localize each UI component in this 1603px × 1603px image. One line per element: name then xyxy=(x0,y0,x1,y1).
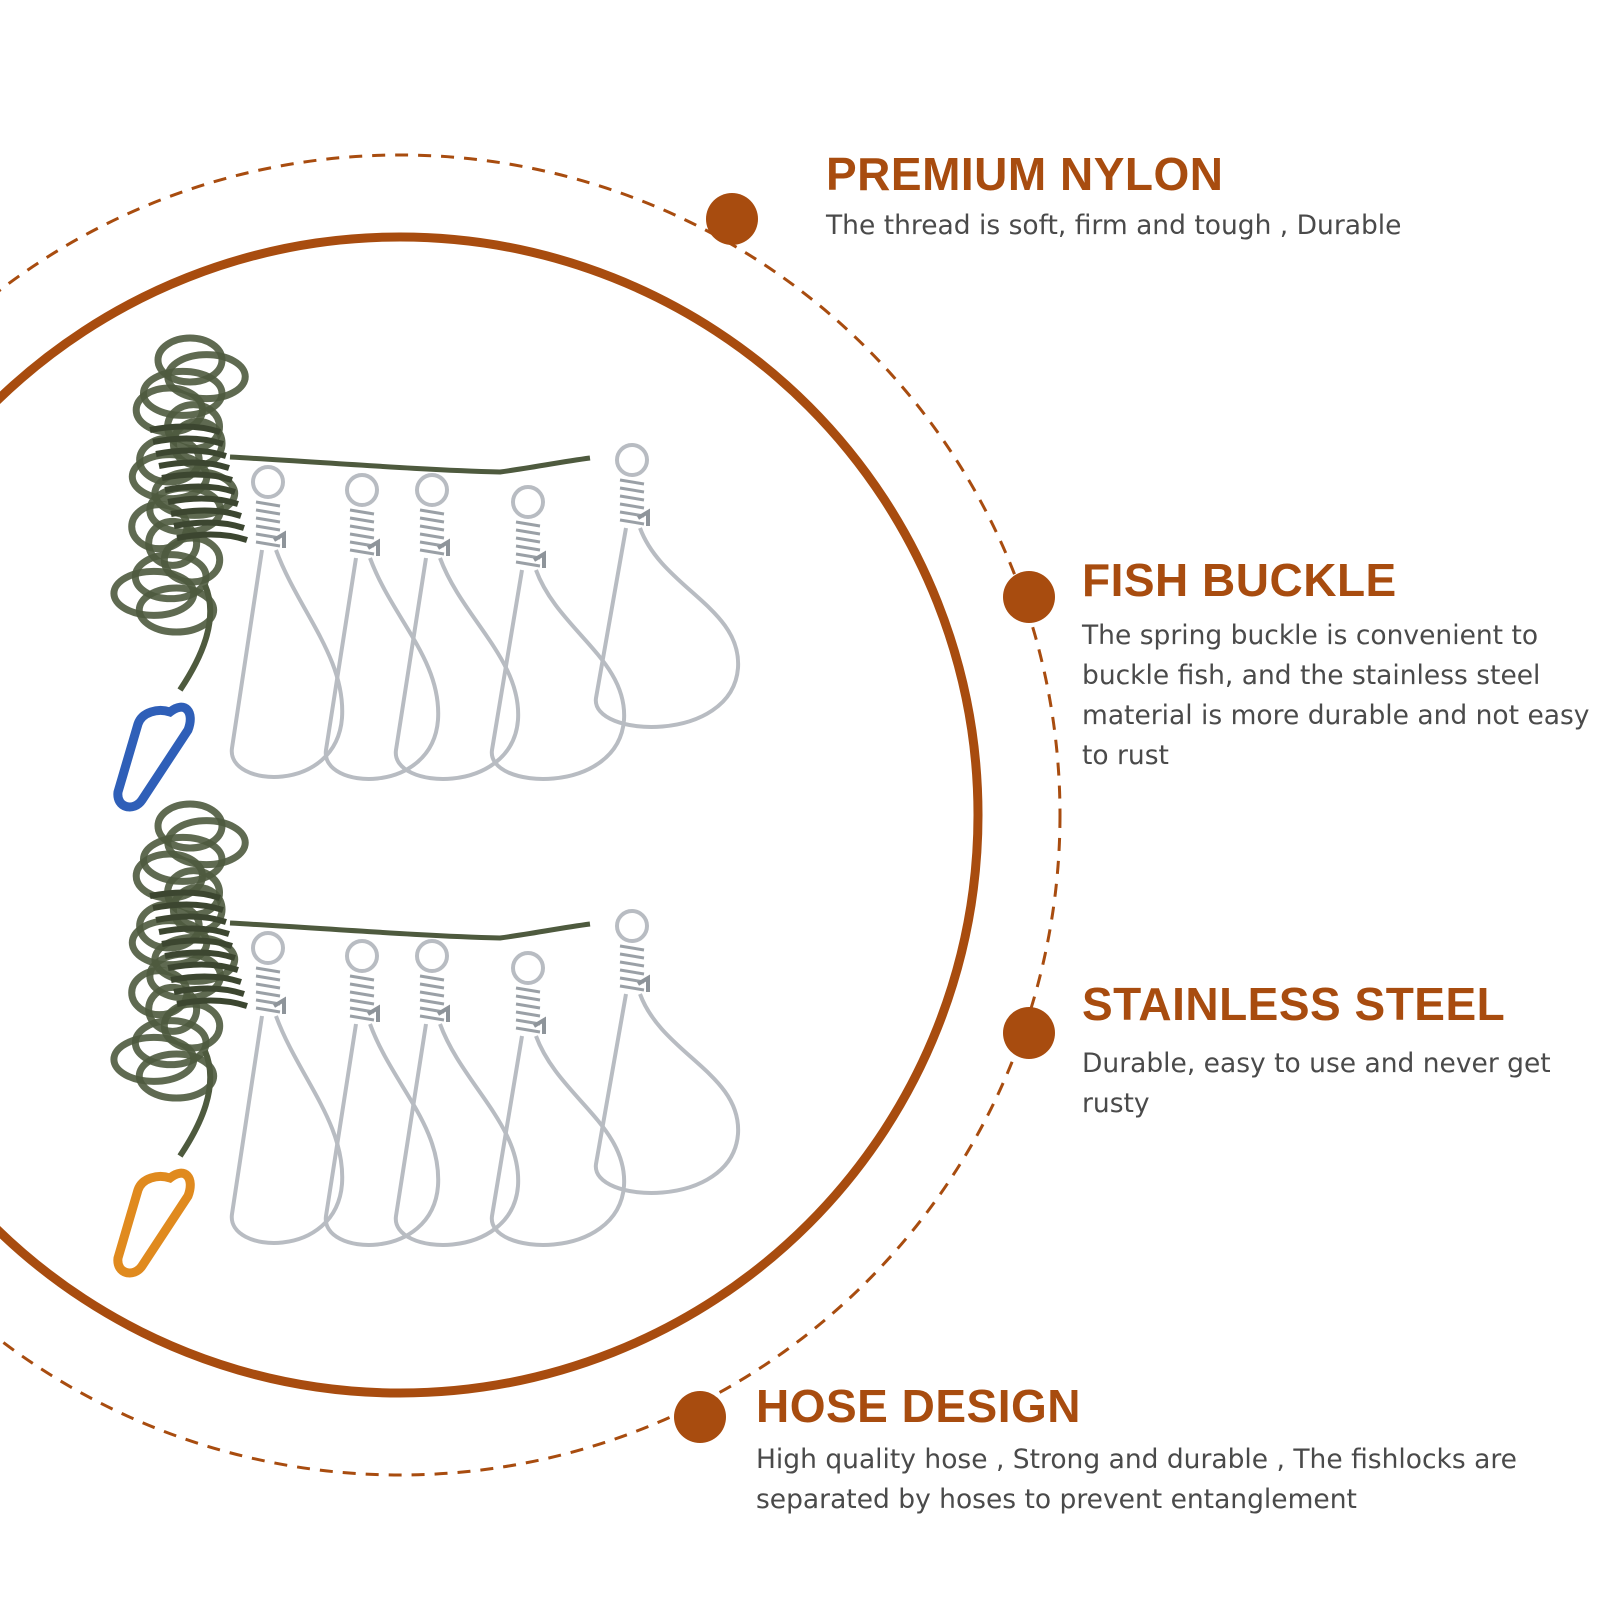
fish-snap xyxy=(229,931,345,1245)
fish-snap xyxy=(323,473,441,781)
fish-snap xyxy=(393,473,521,781)
feature-stainless-steel: STAINLESS STEEL Durable, easy to use and… xyxy=(1082,978,1602,1124)
rope-tail xyxy=(177,1049,214,1158)
bullet-dot-4 xyxy=(674,1391,726,1443)
fish-snap xyxy=(489,485,627,781)
carabiner-icon xyxy=(113,702,195,812)
fish-snap xyxy=(593,909,741,1195)
outer-dashed-circle xyxy=(0,153,1062,1477)
fish-snap xyxy=(593,443,741,729)
rope-tail xyxy=(177,583,214,692)
fish-stringer-top xyxy=(110,334,741,812)
rope-coil xyxy=(110,800,249,1102)
feature-title: HOSE DESIGN xyxy=(756,1380,1082,1432)
fish-stringer-bottom xyxy=(110,800,741,1278)
inner-solid-circle xyxy=(0,232,983,1398)
decorative-circles xyxy=(0,153,1062,1477)
fish-snap xyxy=(229,465,345,779)
bullet-dot-1 xyxy=(706,193,758,245)
rope-coil xyxy=(110,334,249,636)
feature-fish-buckle: FISH BUCKLE The spring buckle is conveni… xyxy=(1082,554,1602,776)
feature-description: Durable, easy to use and never get rusty xyxy=(1082,1048,1551,1119)
fish-snap xyxy=(393,939,521,1247)
main-cord xyxy=(229,920,591,941)
feature-premium-nylon: PREMIUM NYLON The thread is soft, firm a… xyxy=(826,148,1566,246)
feature-title: FISH BUCKLE xyxy=(1082,554,1397,606)
bullet-dot-3 xyxy=(1003,1007,1055,1059)
fish-snap xyxy=(323,939,441,1247)
carabiner-icon xyxy=(113,1168,195,1278)
feature-hose-design: HOSE DESIGN High quality hose , Strong a… xyxy=(756,1380,1576,1520)
fish-snap xyxy=(489,951,627,1247)
feature-description: The thread is soft, firm and tough , Dur… xyxy=(826,210,1402,241)
bullet-dot-2 xyxy=(1003,571,1055,623)
feature-description: High quality hose , Strong and durable ,… xyxy=(756,1444,1517,1515)
main-cord xyxy=(229,454,591,475)
feature-title: STAINLESS STEEL xyxy=(1082,978,1506,1030)
feature-description: The spring buckle is convenient to buckl… xyxy=(1082,620,1590,771)
feature-title: PREMIUM NYLON xyxy=(826,148,1224,200)
